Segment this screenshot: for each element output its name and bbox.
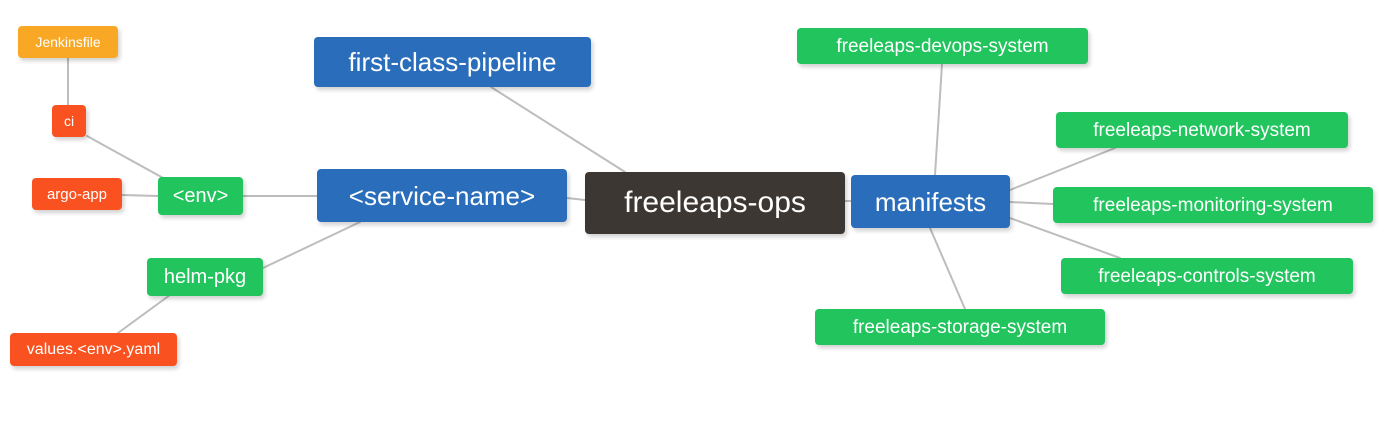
node-monitoring-system[interactable]: freeleaps-monitoring-system — [1053, 187, 1373, 223]
edge-manifests-to-monitoring-system — [1009, 201, 1054, 205]
node-ci[interactable]: ci — [52, 105, 86, 137]
node-env[interactable]: <env> — [158, 177, 243, 215]
edge-helm-pkg-to-values-env-yaml — [117, 294, 171, 334]
node-storage-system[interactable]: freeleaps-storage-system — [815, 309, 1105, 345]
edge-ci-to-env — [86, 135, 166, 180]
node-first-class-pipeline[interactable]: first-class-pipeline — [314, 37, 591, 87]
node-values-env-yaml[interactable]: values.<env>.yaml — [10, 333, 177, 366]
node-argo-app[interactable]: argo-app — [32, 178, 122, 210]
edge-manifests-to-network-system — [1009, 147, 1116, 191]
edge-manifests-to-storage-system — [929, 227, 966, 310]
edge-manifests-to-controls-system — [1009, 217, 1121, 259]
node-network-system[interactable]: freeleaps-network-system — [1056, 112, 1348, 148]
edge-manifests-to-devops-system — [934, 63, 943, 176]
node-freeleaps-ops[interactable]: freeleaps-ops — [585, 172, 845, 234]
edge-service-name-to-freeleaps-ops — [566, 197, 586, 201]
node-jenkinsfile[interactable]: Jenkinsfile — [18, 26, 118, 58]
node-devops-system[interactable]: freeleaps-devops-system — [797, 28, 1088, 64]
node-controls-system[interactable]: freeleaps-controls-system — [1061, 258, 1353, 294]
edge-service-name-to-helm-pkg — [262, 221, 361, 269]
node-manifests[interactable]: manifests — [851, 175, 1010, 228]
edge-argo-app-to-env — [121, 194, 159, 197]
node-service-name[interactable]: <service-name> — [317, 169, 567, 222]
edge-first-class-pipeline-to-freeleaps-ops — [490, 86, 626, 173]
node-helm-pkg[interactable]: helm-pkg — [147, 258, 263, 296]
